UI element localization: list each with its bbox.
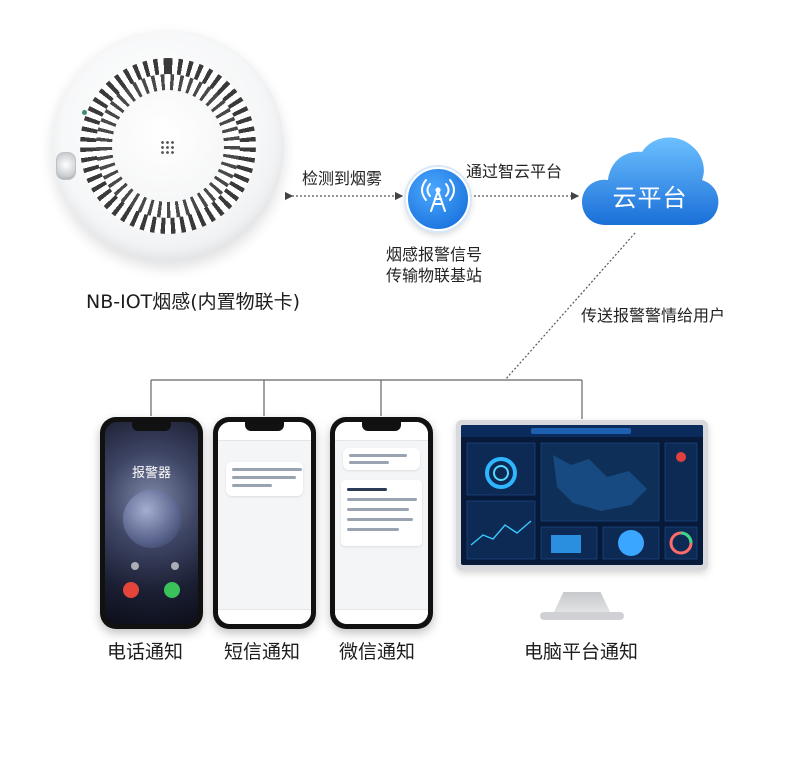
edge-label-send: 传送报警警情给用户 <box>581 306 726 325</box>
send-line <box>504 232 636 381</box>
decline-call-icon <box>123 582 139 598</box>
phone-sms <box>213 417 316 629</box>
sms-input-bar <box>218 609 311 624</box>
sms-message-bubble <box>226 462 303 496</box>
wechat-alarm-card <box>341 480 422 546</box>
detector-led <box>82 110 87 115</box>
phone-call-screen: 报警器 <box>105 422 198 624</box>
detector-label: NB-IOT烟感(内置物联卡) <box>86 291 301 313</box>
channel-label-pc: 电脑平台通知 <box>524 641 639 663</box>
channel-label-sms: 短信通知 <box>224 641 301 663</box>
detector-test-button <box>56 152 76 180</box>
monitor-stand-neck <box>553 592 611 614</box>
phone-notch <box>132 422 171 431</box>
edge-label-detect: 检测到烟雾 <box>302 169 383 188</box>
desktop-monitor <box>456 420 708 570</box>
incoming-call-name: 报警器 <box>131 466 171 481</box>
phone-wechat-screen <box>335 422 428 624</box>
phone-sms-screen <box>218 422 311 624</box>
station-label-line2: 传输物联基站 <box>386 266 483 285</box>
channel-label-call: 电话通知 <box>107 641 184 663</box>
antenna-tower-icon <box>421 179 455 212</box>
cloud-platform: 云平台 <box>580 130 720 230</box>
phone-call: 报警器 <box>100 417 203 629</box>
phone-notch <box>245 422 284 431</box>
smoke-detector <box>52 30 284 262</box>
monitor-stand-base <box>540 612 624 620</box>
sms-header <box>218 422 311 441</box>
detector-sensor-holes <box>160 140 174 154</box>
wechat-header <box>335 422 428 441</box>
call-wallpaper-orb <box>123 490 181 548</box>
message-icon <box>131 562 139 570</box>
cloud-icon <box>582 137 719 225</box>
accept-call-icon <box>164 582 180 598</box>
wechat-menu-bar <box>335 609 428 624</box>
edge-label-cloud: 通过智云平台 <box>466 162 563 181</box>
wechat-message-bubble <box>343 448 420 470</box>
station-label-line1: 烟感报警信号 <box>386 245 483 264</box>
cloud-label: 云平台 <box>612 184 688 212</box>
phone-notch <box>362 422 401 431</box>
channel-label-wechat: 微信通知 <box>339 641 416 663</box>
reminder-icon <box>171 562 179 570</box>
base-station-icon <box>406 167 470 231</box>
dashboard-graphics <box>461 425 703 560</box>
phone-wechat <box>330 417 433 629</box>
monitor-dashboard-screen <box>461 425 703 565</box>
